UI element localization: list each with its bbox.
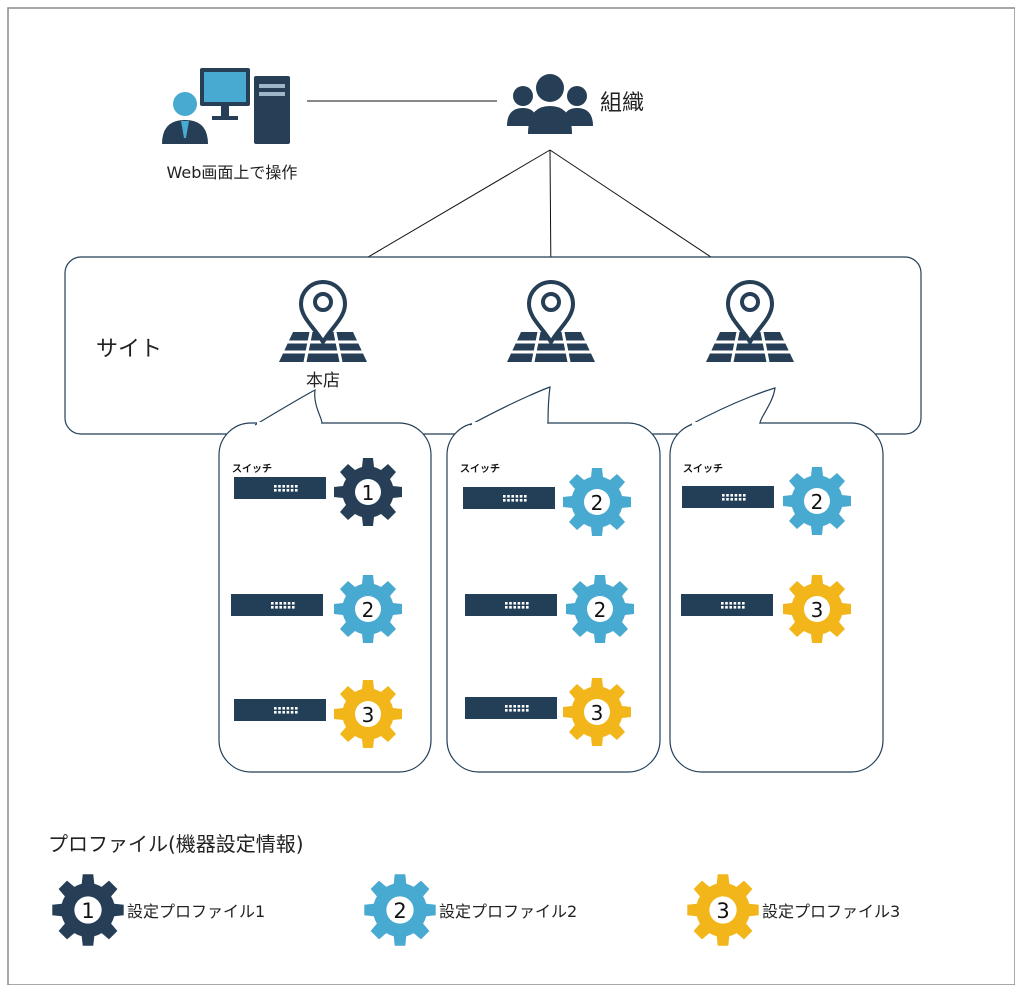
legend-gear-icon: 2 xyxy=(364,874,436,946)
switch-header-label: スイッチ xyxy=(460,463,500,475)
bubble-tail xyxy=(689,387,776,426)
legend-item-3: 3 設定プロファイル3 xyxy=(687,874,900,946)
switch-icon xyxy=(234,477,326,499)
legend-label: 設定プロファイル1 xyxy=(127,902,265,921)
operator: Web画面上で操作 xyxy=(162,68,297,182)
switch-row: 3 xyxy=(234,680,402,748)
site-detail-2: スイッチ 2 2 3 xyxy=(446,386,661,773)
site-group-box xyxy=(64,256,922,435)
profile-gear-icon: 3 xyxy=(783,575,851,643)
gear-number: 2 xyxy=(811,490,824,514)
bubble-seam xyxy=(692,422,759,425)
people-group-icon xyxy=(507,74,593,134)
operator-computer-icon xyxy=(162,68,290,144)
bubble-seam xyxy=(257,422,321,425)
switch-row: 2 xyxy=(231,575,402,643)
switch-row: 3 xyxy=(465,678,631,746)
map-pin-icon xyxy=(279,280,367,363)
organization-label: 組織 xyxy=(600,91,644,116)
organization: 組織 xyxy=(507,74,644,134)
operator-label: Web画面上で操作 xyxy=(167,163,298,182)
switch-icon xyxy=(463,487,555,509)
bubble-tail xyxy=(254,388,323,426)
profile-gear-icon: 1 xyxy=(334,458,402,526)
switch-header-label: スイッチ xyxy=(683,463,723,475)
profile-gear-icon: 2 xyxy=(563,468,631,536)
bubble-tail xyxy=(469,386,551,426)
legend-item-1: 1 設定プロファイル1 xyxy=(52,874,265,946)
switch-row: 2 xyxy=(463,468,631,536)
profile-gear-icon: 3 xyxy=(563,678,631,746)
legend-label: 設定プロファイル2 xyxy=(439,902,577,921)
map-pin-icon xyxy=(706,280,794,363)
profile-gear-icon: 2 xyxy=(566,575,634,643)
switch-row: 2 xyxy=(682,467,851,535)
site-2 xyxy=(507,280,595,363)
site-details-layer: スイッチ 1 2 3 スイッチ 2 2 3 スイッチ 2 3 xyxy=(218,386,884,773)
gear-number: 3 xyxy=(811,598,824,622)
site-group: サイト 本店 xyxy=(64,256,922,435)
sites-layer: 本店 xyxy=(279,280,794,391)
site-detail-3: スイッチ 2 3 xyxy=(669,387,884,773)
legend-title: プロファイル(機器設定情報) xyxy=(48,832,304,856)
gear-number: 1 xyxy=(362,481,375,505)
switch-icon xyxy=(234,699,326,721)
bubble-seam xyxy=(472,422,547,425)
switch-row: 1 xyxy=(234,458,402,526)
gear-number: 1 xyxy=(81,899,94,923)
switch-row: 2 xyxy=(465,575,634,643)
profile-gear-icon: 3 xyxy=(334,680,402,748)
gear-number: 3 xyxy=(716,899,729,923)
switch-icon xyxy=(682,486,774,508)
site-3 xyxy=(706,280,794,363)
switch-header-label: スイッチ xyxy=(232,463,272,475)
legend-item-2: 2 設定プロファイル2 xyxy=(364,874,577,946)
legend-label: 設定プロファイル3 xyxy=(762,902,900,921)
legend: プロファイル(機器設定情報) 1 設定プロファイル1 2 設定プロファイル2 3 設定プロ… xyxy=(48,832,900,946)
gear-number: 2 xyxy=(393,899,406,923)
site-detail-1: スイッチ 1 2 3 xyxy=(218,388,432,773)
profile-gear-icon: 2 xyxy=(783,467,851,535)
outer-frame xyxy=(7,7,1015,985)
gear-number: 3 xyxy=(591,701,604,725)
legend-gear-icon: 3 xyxy=(687,874,759,946)
gear-number: 2 xyxy=(591,491,604,515)
switch-row: 3 xyxy=(681,575,851,643)
switch-icon xyxy=(231,594,323,616)
gear-number: 2 xyxy=(362,598,375,622)
gear-number: 3 xyxy=(362,703,375,727)
legend-gear-icon: 1 xyxy=(52,874,124,946)
site-group-label: サイト xyxy=(96,337,162,362)
switch-icon xyxy=(465,697,557,719)
profile-gear-icon: 2 xyxy=(334,575,402,643)
site-1: 本店 xyxy=(279,280,367,391)
switch-icon xyxy=(681,594,773,616)
switch-icon xyxy=(465,594,557,616)
gear-number: 2 xyxy=(594,598,607,622)
map-pin-icon xyxy=(507,280,595,363)
site-name: 本店 xyxy=(306,371,340,391)
legend-items: 1 設定プロファイル1 2 設定プロファイル2 3 設定プロファイル3 xyxy=(52,874,900,946)
